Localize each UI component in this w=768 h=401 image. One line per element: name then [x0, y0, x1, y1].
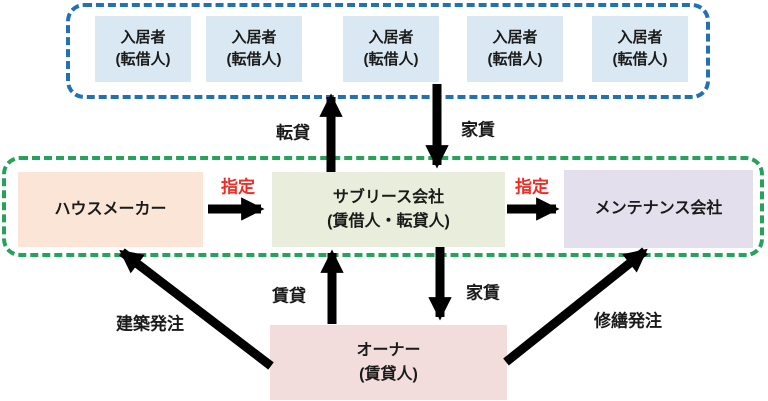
tenant-box: 入居者 (転借人): [592, 16, 688, 82]
owner-label-line2: (賃貸人): [359, 365, 418, 383]
rent-top-arrow-label: 家賃: [461, 120, 495, 140]
tenant-label-line1: 入居者: [617, 29, 663, 47]
rent-bottom-arrow-label: 家賃: [466, 283, 500, 303]
designate-left-label: 指定: [221, 177, 255, 197]
tenant-label-line1: 入居者: [368, 29, 414, 47]
designate-right-label: 指定: [515, 177, 549, 197]
repair-order-label: 修繕発注: [594, 311, 662, 331]
maintenance-company-box: メンテナンス会社: [564, 170, 753, 248]
tenant-label-line1: 入居者: [231, 29, 277, 47]
tenant-box: 入居者 (転借人): [343, 16, 439, 82]
sublease-company-label-line1: サブリース会社: [332, 189, 445, 207]
tenant-box: 入居者 (転借人): [467, 16, 563, 82]
maintenance-company-label: メンテナンス会社: [594, 200, 723, 218]
tenant-label-line2: (転借人): [363, 51, 419, 68]
owner-box: オーナー (賃貸人): [270, 325, 507, 400]
tenant-group-outline: [66, 3, 710, 99]
lease-arrow-label: 賃貸: [272, 286, 306, 306]
sublet-arrow-label: 転貸: [276, 123, 310, 143]
tenant-label-line1: 入居者: [120, 29, 166, 47]
sublease-company-label-line2: (賃借人・転貸人): [327, 212, 450, 230]
tenant-label-line2: (転借人): [226, 51, 282, 68]
house-maker-label: ハウスメーカー: [54, 200, 167, 218]
tenant-box: 入居者 (転借人): [206, 16, 302, 82]
company-group-outline: [2, 156, 764, 257]
tenant-label-line1: 入居者: [492, 29, 538, 47]
sublease-company-box: サブリース会社 (賃借人・転貸人): [272, 172, 505, 247]
tenant-label-line2: (転借人): [115, 51, 171, 68]
tenant-label-line2: (転借人): [612, 51, 668, 68]
tenant-box: 入居者 (転借人): [95, 16, 191, 82]
tenant-label-line2: (転借人): [487, 51, 543, 68]
house-maker-box: ハウスメーカー: [18, 172, 203, 247]
owner-label-line1: オーナー: [356, 342, 421, 360]
construction-order-label: 建築発注: [116, 314, 184, 334]
